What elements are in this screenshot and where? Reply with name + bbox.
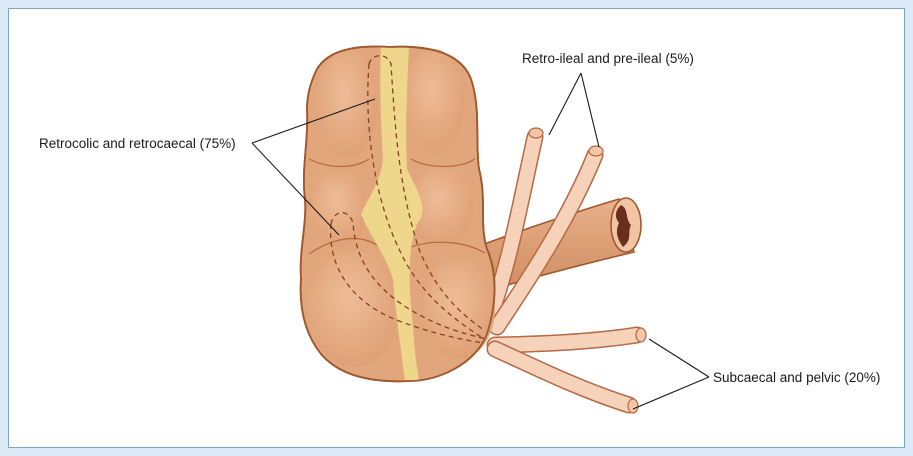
label-subcaecal-pelvic: Subcaecal and pelvic (20%): [713, 370, 880, 385]
figure-panel: Retrocolic and retrocaecal (75%) Retro-i…: [8, 8, 905, 448]
label-retrocolic-retrocaecal: Retrocolic and retrocaecal (75%): [39, 136, 236, 151]
appendix-positions-diagram: Retrocolic and retrocaecal (75%) Retro-i…: [9, 9, 905, 448]
appendix-pelvic: [495, 349, 638, 413]
appendix-subcaecal: [495, 328, 646, 345]
label-retroileal-preileal: Retro-ileal and pre-ileal (5%): [522, 51, 694, 66]
